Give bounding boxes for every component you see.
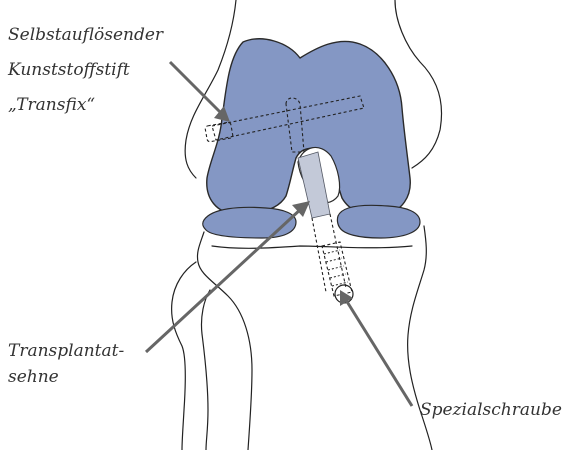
lateral-meniscus: [337, 205, 420, 238]
tibia-outline: [197, 226, 432, 450]
pointer-screw: [340, 290, 412, 406]
label-tendon-line2: sehne: [8, 367, 59, 387]
label-pin-line1: Selbstauflösender: [8, 25, 164, 45]
fibula-outline: [172, 262, 210, 450]
label-tendon-line1: Transplantat-: [8, 341, 124, 361]
label-pin-line2: Kunststoffstift: [7, 60, 130, 80]
medial-meniscus: [203, 207, 296, 238]
interference-screw: [322, 242, 353, 303]
pointer-pin: [170, 62, 230, 122]
label-screw: Spezialschraube: [420, 400, 562, 420]
label-pin-line3: „Transfix“: [8, 95, 95, 115]
